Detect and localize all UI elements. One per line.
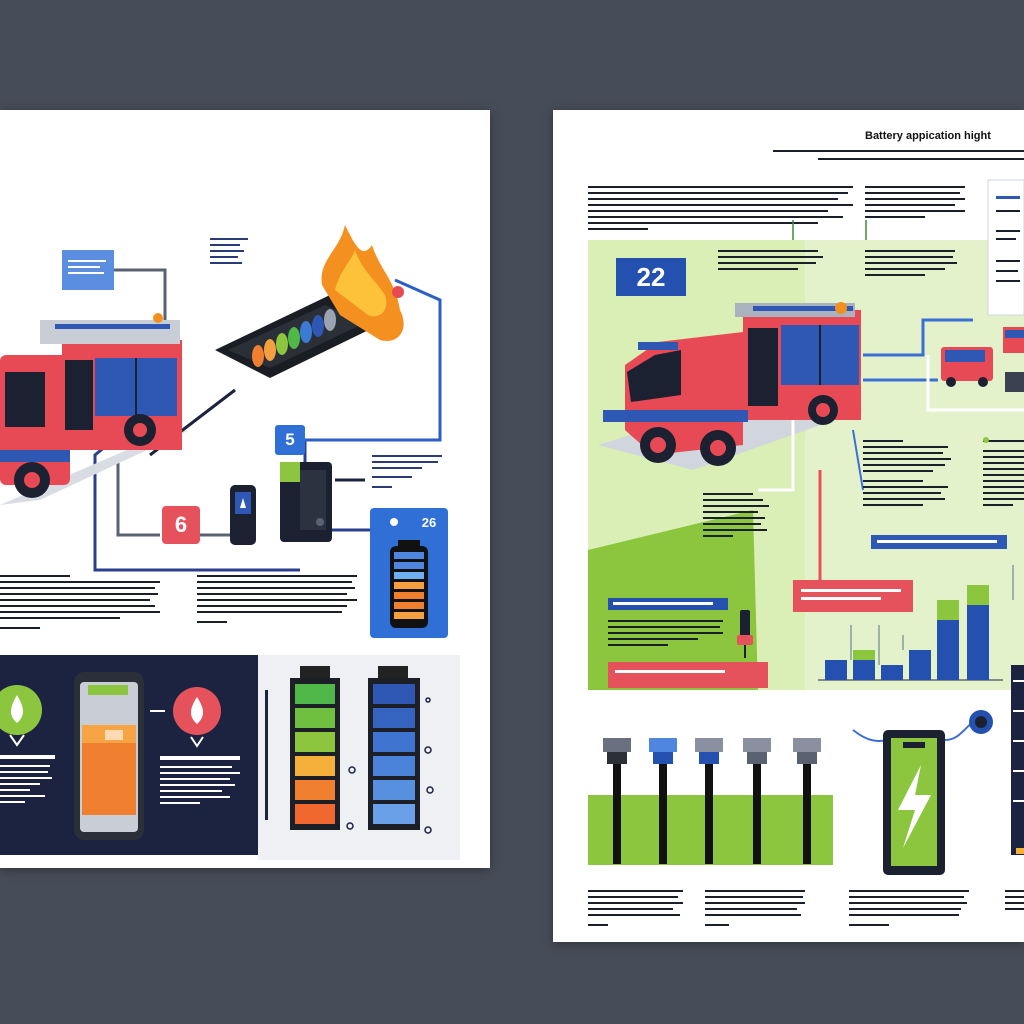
battery-counter: 26 [421,514,437,530]
bar-chart-icon [818,585,1003,681]
red-label-box [608,662,768,688]
battery-icon [370,508,448,638]
connector-line [758,420,795,492]
fire-alert-icon [150,687,221,748]
right-page-artwork [588,150,1024,926]
charger-device [280,462,332,542]
connector-line [863,318,973,357]
mini-truck-icon [941,327,1024,392]
phone-battery-icon [74,672,144,840]
gauge-panel [258,655,460,860]
fire-truck-icon [0,313,190,505]
left-page-artwork [0,225,460,860]
battery-gauge-right [368,666,420,830]
side-bar [1011,665,1024,855]
charging-plug-icon [737,610,753,658]
connector-line [926,355,1024,412]
left-page: 6 5 26 [0,110,490,868]
fire-truck-icon [598,302,863,470]
badge-22-bg [616,258,686,296]
connector-line [116,455,160,537]
red-label-box [793,580,913,612]
green-drop-icon [0,685,42,747]
connector-line [852,429,864,491]
badge-6: 6 [174,512,188,537]
badge-6-bg [162,506,200,544]
flame-icon [321,225,404,341]
note-box [62,250,114,290]
lightning-icon [852,710,993,875]
connector-line [305,278,442,442]
page-title: Battery appication hight [865,130,991,142]
right-page: Battery appication hight 22 [553,110,1024,942]
badge-5: 5 [285,430,295,449]
connector-line [110,268,167,325]
badge-22: 22 [636,261,666,292]
cable-connectors [603,738,821,864]
badge-5-bg [275,425,305,455]
battery-gauge-left [290,666,340,830]
